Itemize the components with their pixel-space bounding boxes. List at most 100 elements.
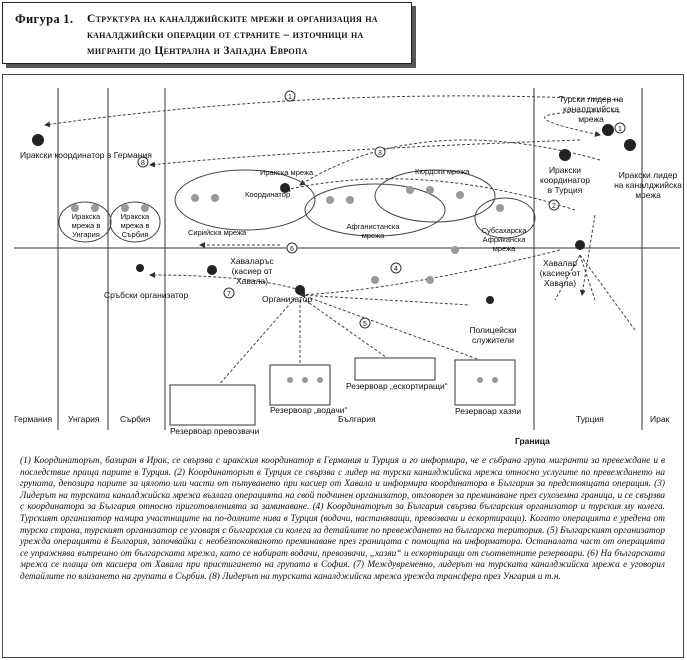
person-icon: [456, 191, 464, 199]
step-number-text: 1: [618, 126, 622, 133]
reservoir-drivers-box: [169, 384, 256, 426]
label-hawala-tr: Хавалар (касиер от Хавала): [539, 258, 581, 288]
label-subsaharan-network: Субсахарска Африканска мрежа: [481, 226, 527, 253]
arrow-4: [299, 249, 561, 298]
person-icon: [141, 204, 149, 212]
person-icon: [371, 276, 379, 284]
step-number-1b: 1: [614, 122, 626, 134]
step-number-2: 2: [548, 199, 560, 211]
step-number-text: 3: [378, 150, 382, 157]
link-tr-2: [579, 254, 596, 301]
label-iraqi-leader: Иракски лидер на каналджийска мрежа: [614, 170, 682, 200]
label-reservoir-escorts: Резервоар „ескортиращи“: [346, 381, 448, 391]
person-icon: [477, 377, 483, 383]
country-germany: Германия: [14, 414, 53, 424]
link-hazi: [309, 297, 481, 361]
iraqi-coordinator-germany-icon: [32, 134, 44, 146]
person-icon: [287, 377, 293, 383]
label-organizer: Организатор: [262, 294, 313, 304]
arrow-1-germany: [44, 95, 621, 128]
label-iraqi-coord-germany: Иракски координатор в Германия: [20, 150, 152, 160]
person-icon: [91, 204, 99, 212]
country-bulgaria: България: [338, 414, 376, 424]
label-kurdish-network: Кюрдска мрежа: [415, 167, 470, 176]
coordinator-icon: [280, 183, 290, 193]
figure-caption: (1) Координаторът, базиран в Ирак, се св…: [20, 456, 665, 584]
figure-title: Структура на каналджийските мрежи и орга…: [87, 13, 378, 57]
iraqi-coordinator-turkey-icon: [559, 149, 571, 161]
person-icon: [496, 204, 504, 212]
label-hawala-bg: Хаваларъс (касиер от Хавала): [230, 256, 274, 286]
caption-text: (1) Координаторът, базиран в Ирак, се св…: [20, 456, 665, 582]
hawala-bg-icon: [207, 265, 217, 275]
arrow-5: [579, 214, 596, 296]
iraqi-network-serbia-ellipse: [109, 201, 161, 243]
hawala-tr-icon: [575, 240, 585, 250]
person-icon: [451, 246, 459, 254]
label-iraqi-network: Иракска мрежа: [260, 168, 314, 177]
arrow-1-turkey: [544, 111, 621, 137]
iraqi-network-hungary-ellipse: [58, 201, 112, 243]
step-number-text: 6: [290, 246, 294, 253]
reservoir-hazi-box: [454, 359, 516, 406]
figure-title-box: Фигура 1. Структура на каналджийските мр…: [2, 2, 412, 64]
label-syrian-network: Сирийска мрежа: [188, 228, 247, 237]
person-icon: [191, 194, 199, 202]
country-turkey: Турция: [576, 414, 604, 424]
reservoir-guides-box: [269, 364, 331, 406]
step-number-text: 1: [288, 94, 292, 101]
step-number-3: 3: [374, 146, 386, 158]
link-tr-3: [579, 254, 636, 331]
step-number-5: 5: [359, 317, 371, 329]
label-iraqi-net-serbia: Иракска мрежа в Сърбия: [120, 212, 150, 239]
iraqi-network-ellipse: [174, 169, 316, 231]
step-number-4: 4: [390, 262, 402, 274]
label-coordinator: Координатор: [245, 190, 291, 199]
label-turkish-leader: Турски лидер на каналджийска мрежа: [558, 94, 624, 124]
arrow-2-coordinator: [284, 178, 576, 211]
label-serbian-organizer: Сръбски организатор: [104, 290, 189, 300]
organizer-icon: [295, 285, 305, 295]
link-drivers: [209, 297, 296, 396]
person-icon: [326, 196, 334, 204]
label-reservoir-guides: Резервоар „водачи“: [270, 405, 348, 415]
person-icon: [121, 204, 129, 212]
serbian-organizer-icon: [136, 264, 144, 272]
kurdish-network-ellipse: [374, 169, 496, 223]
figure-label: Фигура 1.: [15, 12, 74, 26]
person-icon: [426, 276, 434, 284]
person-icon: [302, 377, 308, 383]
country-hungary: Унгария: [68, 414, 100, 424]
subsaharan-network-ellipse: [474, 197, 536, 239]
person-icon: [71, 204, 79, 212]
turkish-leader-icon: [602, 124, 614, 136]
country-serbia: Сърбия: [120, 414, 151, 424]
step-number-text: 5: [363, 321, 367, 328]
label-reservoir-drivers: Резервоар превозвачи: [170, 426, 260, 436]
police-icon: [486, 296, 494, 304]
step-number-1: 1: [284, 90, 296, 102]
label-police: Полицейски служители: [469, 325, 517, 345]
label-reservoir-hazi: Резервоар хазяи: [455, 406, 522, 416]
step-number-text: 7: [227, 291, 231, 298]
link-escorts: [304, 299, 391, 361]
border-label: Граница: [515, 436, 550, 446]
person-icon: [406, 186, 414, 194]
arrow-3-coordinator: [299, 139, 601, 186]
person-icon: [426, 186, 434, 194]
person-icon: [346, 196, 354, 204]
label-iraqi-net-hungary: Иракска мрежа в Унгария: [71, 212, 101, 239]
arrow-8: [149, 139, 581, 168]
link-tr-1: [554, 254, 581, 301]
country-iraq: Ирак: [650, 414, 670, 424]
step-number-6: 6: [286, 242, 298, 254]
step-number-text: 8: [141, 160, 145, 167]
step-number-text: 2: [552, 203, 556, 210]
reservoir-escorts-box: [354, 357, 436, 381]
step-number-8: 8: [137, 156, 149, 168]
afghan-network-ellipse: [304, 183, 446, 237]
person-icon: [317, 377, 323, 383]
arrow-7: [149, 272, 301, 291]
iraqi-leader-icon: [624, 139, 636, 151]
step-number-text: 4: [394, 266, 398, 273]
